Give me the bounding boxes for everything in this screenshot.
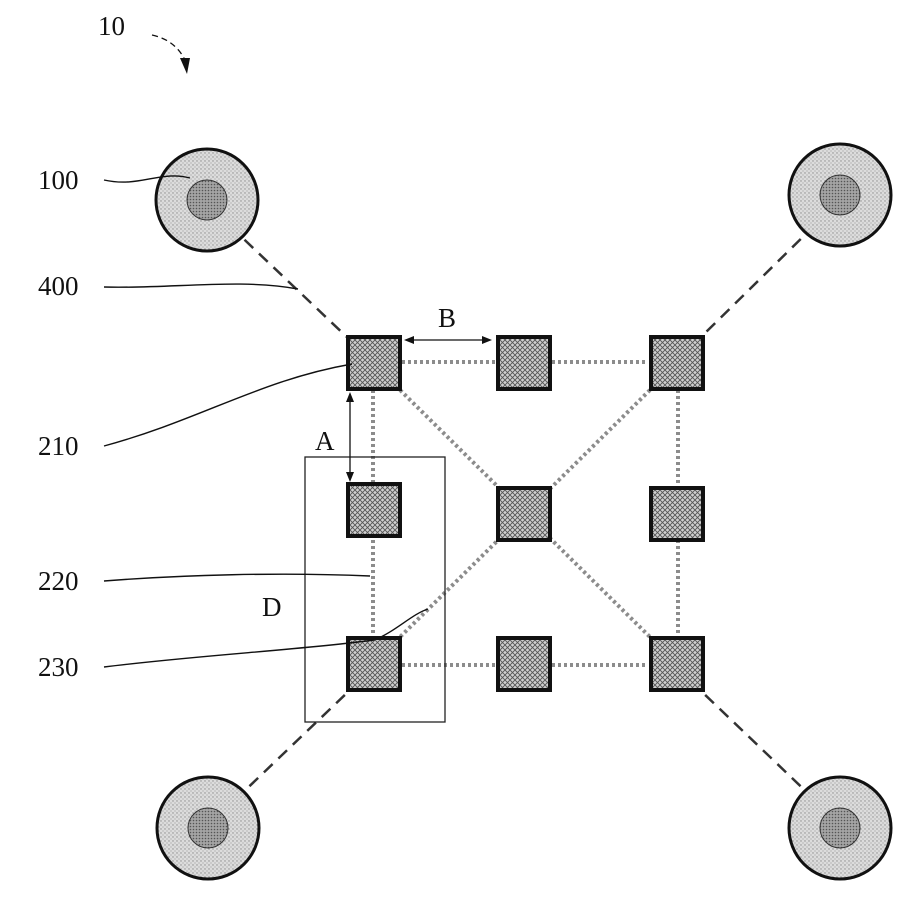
label-230: 230 bbox=[38, 652, 79, 682]
dimension-arrow-A bbox=[346, 392, 354, 482]
leader-400 bbox=[104, 284, 298, 289]
square-pad-r3c2 bbox=[498, 638, 550, 690]
square-pad-r1c2 bbox=[498, 337, 550, 389]
label-400: 400 bbox=[38, 271, 79, 301]
leader-220 bbox=[104, 574, 370, 581]
connection-line-bottom-right bbox=[700, 690, 815, 800]
label-A: A bbox=[315, 426, 335, 456]
square-pad-r1c1 bbox=[348, 337, 400, 389]
figure-number-label: 10 bbox=[98, 11, 125, 41]
label-D: D bbox=[262, 592, 282, 622]
square-pad-r3c3 bbox=[651, 638, 703, 690]
square-pads bbox=[348, 337, 703, 690]
square-pad-r2c1 bbox=[348, 484, 400, 536]
square-pad-r1c3 bbox=[651, 337, 703, 389]
circular-pad-top-right bbox=[789, 144, 891, 246]
square-pad-r2c3 bbox=[651, 488, 703, 540]
circular-pad-bottom-left bbox=[157, 777, 259, 879]
square-pad-r2c2 bbox=[498, 488, 550, 540]
connection-line-bottom-left bbox=[235, 690, 350, 800]
circular-pad-top-left bbox=[156, 149, 258, 251]
connection-line-top-right bbox=[700, 225, 815, 338]
label-220: 220 bbox=[38, 566, 79, 596]
connection-line-top-left bbox=[230, 226, 350, 340]
square-pad-r3c1 bbox=[348, 638, 400, 690]
label-B: B bbox=[438, 303, 456, 333]
figure-arrow bbox=[152, 35, 190, 74]
label-100: 100 bbox=[38, 165, 79, 195]
circular-pad-bottom-right bbox=[789, 777, 891, 879]
dimension-arrow-B bbox=[404, 336, 492, 344]
label-210: 210 bbox=[38, 431, 79, 461]
